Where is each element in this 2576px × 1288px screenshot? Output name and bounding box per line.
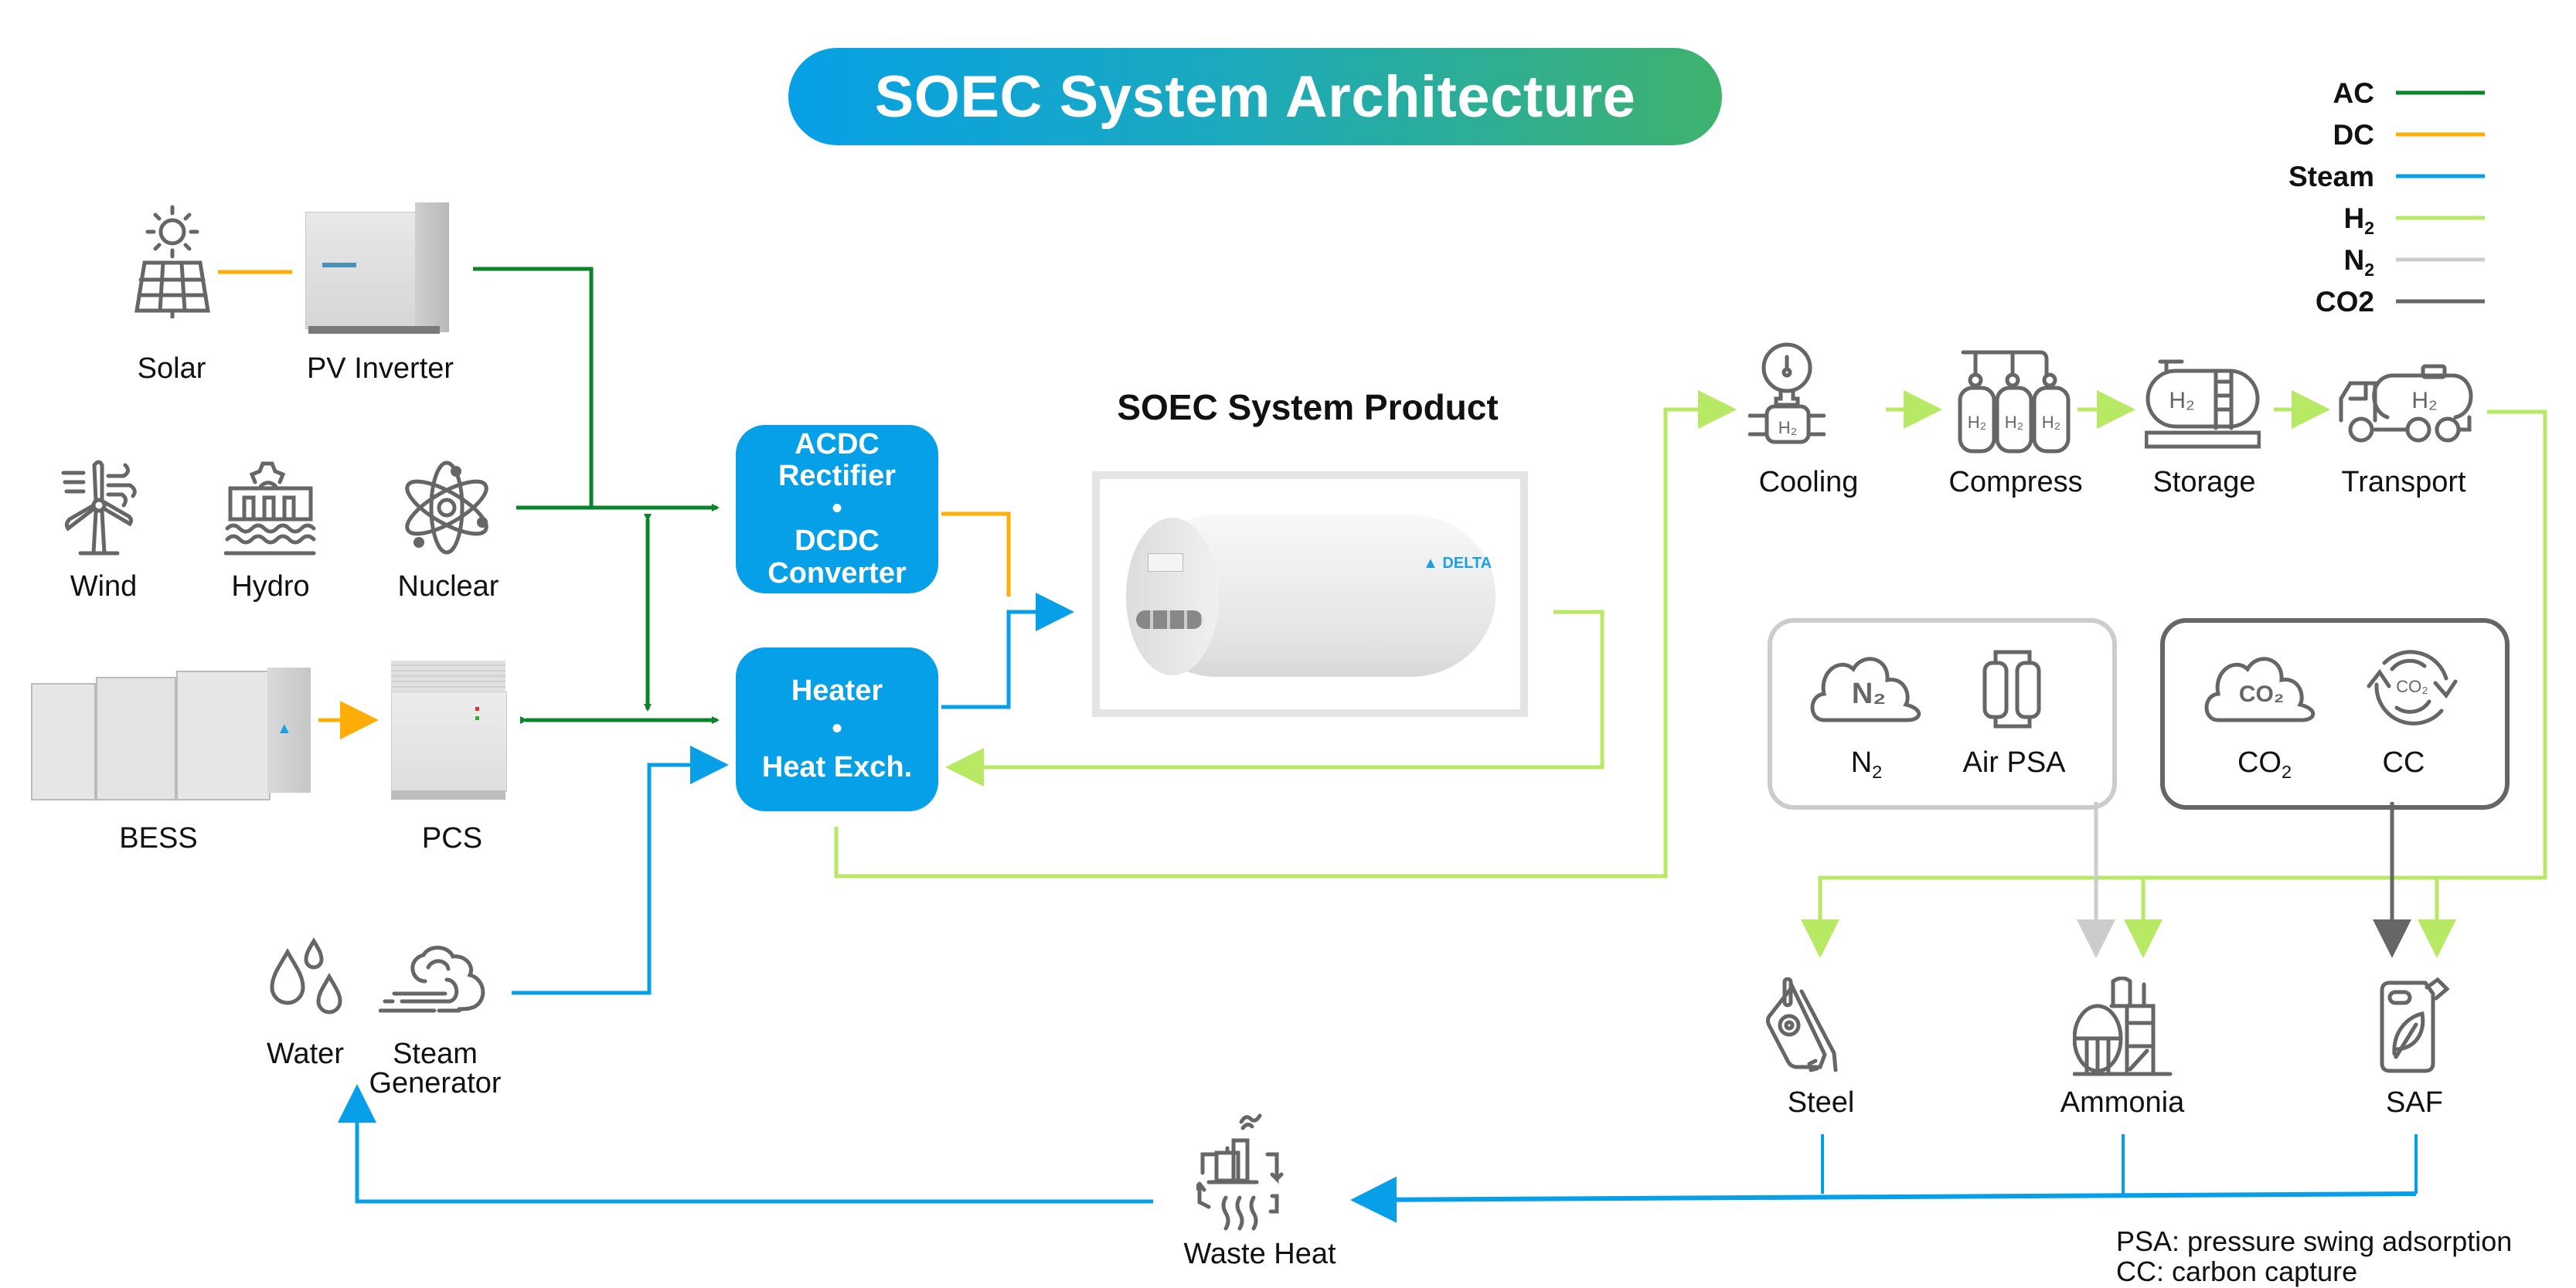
solar-label: Solar [137,352,206,385]
diagram-title: SOEC System Architecture [874,63,1636,130]
waste-heat-label: Waste Heat [1183,1238,1336,1270]
soec-product-title: SOEC System Product [1117,387,1499,427]
nuclear-atom-icon [405,460,488,555]
h2-line-soec-return [945,610,1604,787]
bess-container-image: ▲ [31,666,311,800]
ammonia-plant-icon [2073,977,2173,1076]
svg-text:CO₂: CO₂ [2239,681,2284,707]
steel-label: Steel [1787,1086,1855,1119]
legend-label-dc: DC [2333,119,2374,151]
acdc-rectifier-dcdc-converter-box[interactable]: ACDC Rectifier • DCDC Converter [736,425,938,593]
wind-turbine-icon [61,460,137,556]
svg-text:H₂: H₂ [2411,388,2437,413]
svg-text:CO₂: CO₂ [2396,677,2428,696]
compress-cylinders-icon: H₂ H₂ H₂ [1958,350,2071,454]
svg-text:H₂: H₂ [1968,413,1986,432]
n2-cloud-icon: N₂ [1810,657,1921,722]
compress-label: Compress [1948,466,2083,498]
saf-label: SAF [2386,1086,2443,1119]
steam-line-heater-soec [941,593,1074,709]
legend-label-ac: AC [2333,77,2374,109]
soec-product-image: ▲ DELTA [1086,464,1534,719]
co2-label: CO2 [2237,746,2292,783]
ammonia-label: Ammonia [2060,1086,2185,1119]
steam-line-waste-heat-water [338,1084,1153,1204]
steam-line-generator-heater [512,746,729,995]
co2-supply-group [2160,618,2510,810]
storage-tank-icon: H₂ [2145,359,2261,449]
solar-icon [134,205,210,318]
svg-text:H₂: H₂ [1778,418,1797,437]
nuclear-label: Nuclear [397,570,499,603]
abbreviations-footnote: PSA: pressure swing adsorption CC: carbo… [2116,1225,2513,1287]
water-drops-icon [270,937,342,1014]
co2-cloud-icon: CO₂ [2204,657,2316,722]
wind-label: Wind [70,570,138,603]
pcs-label: PCS [421,822,483,855]
bess-label: BESS [119,822,198,855]
legend-label-n2: N2 [2343,244,2375,280]
heater-heat-exchanger-box[interactable]: Heater • Heat Exch. [736,647,938,811]
title-banner: SOEC System Architecture [788,48,1722,145]
hydro-label: Hydro [231,570,310,603]
h2-line-distribution [1801,410,2547,958]
svg-text:N₂: N₂ [1852,678,1886,710]
cooling-pressure-gauge-icon: H₂ [1748,342,1826,444]
legend-label-steam: Steam [2288,161,2374,192]
transport-label: Transport [2341,466,2466,498]
air-psa-label: Air PSA [1962,746,2066,779]
cc-label: CC [2382,746,2425,779]
pv-inverter-image [305,202,460,334]
footnote-cc: CC: carbon capture [2116,1255,2358,1287]
legend-label-co2: CO2 [2315,286,2374,318]
pv-inverter-label: PV Inverter [306,352,454,385]
svg-text:H₂: H₂ [2042,413,2060,432]
steam-generator-label: Steam Generator [369,1038,502,1099]
h2-line-heater-cooling [834,390,1737,878]
steel-ladle-icon [1766,977,1838,1072]
hydro-dam-icon [224,461,316,556]
ac-line-inverter [473,267,594,508]
svg-text:H₂: H₂ [2169,388,2194,413]
svg-text:H₂: H₂ [2005,413,2023,432]
waste-heat-factory-icon [1196,1113,1284,1231]
dc-line-rectifier-soec [941,511,1011,596]
steam-cloud-icon [379,946,485,1013]
storage-label: Storage [2152,466,2256,498]
footnote-psa: PSA: pressure swing adsorption [2116,1225,2513,1257]
steam-line-to-waste-heat [1350,1176,2417,1223]
air-psa-adsorber-icon [1982,650,2041,729]
n2-label: N2 [1850,746,1883,783]
carbon-capture-cycle-icon: CO₂ [2367,650,2458,726]
pcs-cabinet-image [386,661,510,800]
saf-fuel-can-icon [2380,977,2450,1073]
water-label: Water [267,1038,344,1070]
legend-label-h2: H2 [2343,202,2375,239]
n2-supply-group [1768,618,2117,810]
delta-brand: ▲ DELTA [1423,555,1492,572]
legend-lines [2396,90,2485,304]
cooling-label: Cooling [1758,466,1859,498]
transport-tanker-truck-icon: H₂ [2339,364,2473,443]
